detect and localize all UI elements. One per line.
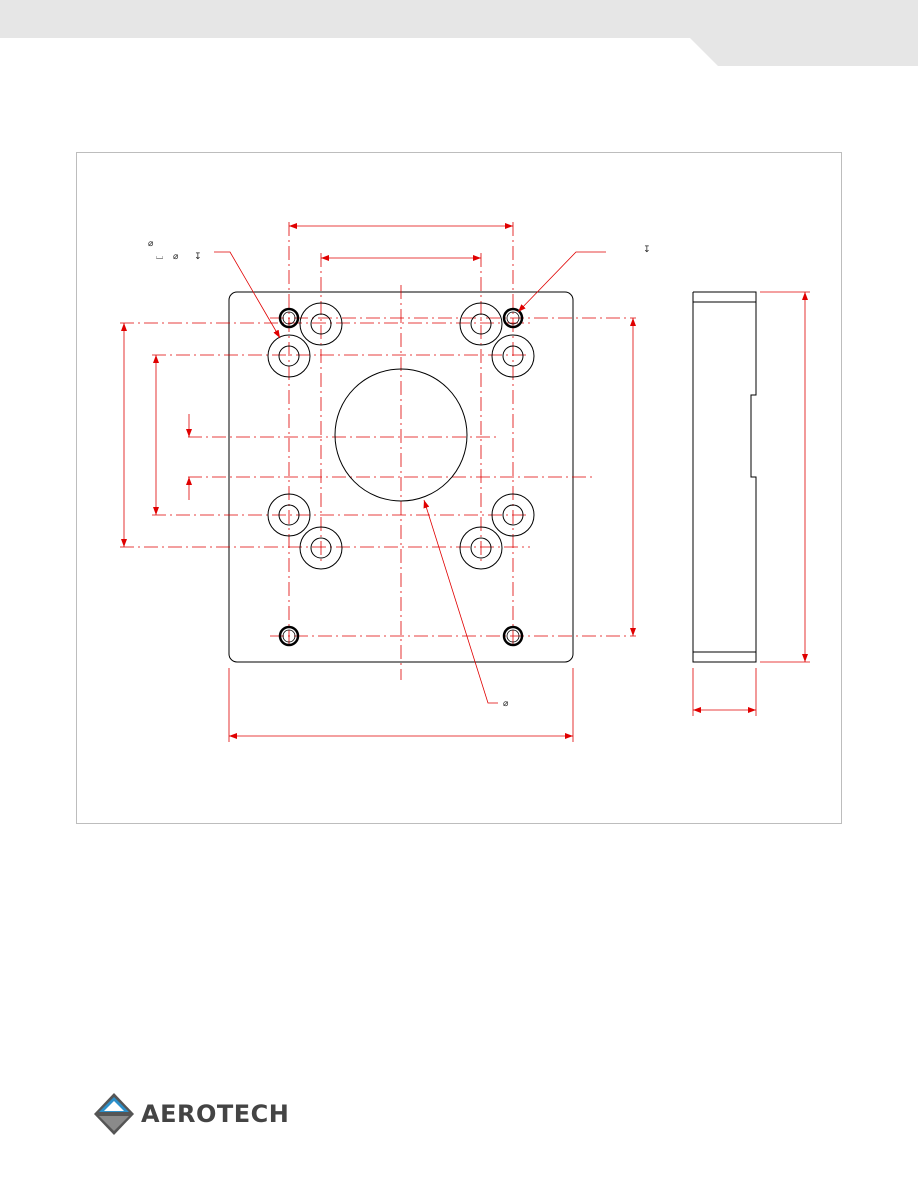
dimension-lines [121,223,636,742]
counterbore-diameter-symbol: ⌀ [148,239,154,249]
center-bore-diameter-symbol: ⌀ [503,699,509,709]
counterbore-depth-symbol: ↧ [194,252,202,262]
leader-lines [214,251,606,704]
tapped-holes [278,307,524,647]
counterbore-inner-diameter-symbol: ⌀ [173,252,179,262]
top-banner [0,0,918,66]
banner-shape [0,0,918,66]
side-view-dimensions [692,291,810,716]
brand-name: AEROTECH [141,1100,290,1128]
counterbore-symbol: ⌴ [156,252,163,262]
center-lines [120,222,636,680]
tapped-hole-depth-symbol: ↧ [643,245,651,255]
drawing-frame [76,152,842,824]
side-view [692,291,757,663]
aerotech-diamond-logo-icon [94,1093,134,1135]
counterbore-holes [267,302,535,570]
center-bore [334,368,468,502]
brand-logo: AEROTECH [93,1092,289,1136]
